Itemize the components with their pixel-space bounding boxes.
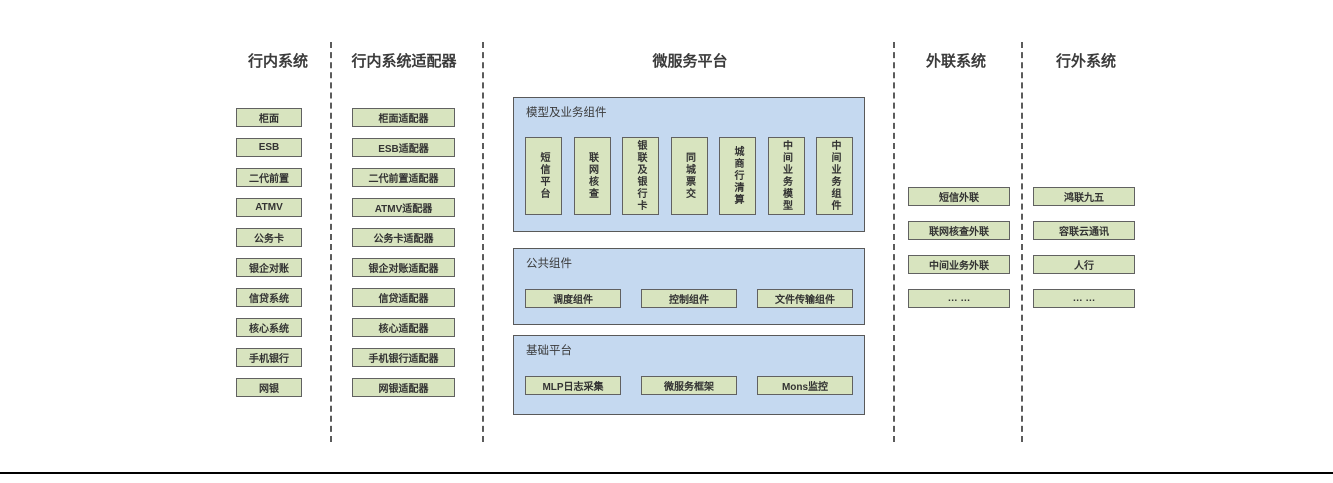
component-box-network-check: 联网核查 [573, 137, 611, 215]
external-box-intermediate-business-link: 中间业务外联 [908, 255, 1010, 274]
external-box-sms-link: 短信外联 [908, 187, 1010, 206]
panel-common-components: 公共组件 调度组件 控制组件 文件传输组件 [513, 248, 865, 325]
dashed-separator-1 [330, 42, 332, 442]
panel-model-business-components: 模型及业务组件 短信平台 联网核查 银联及银行卡 同城票交 城商行清算 中间业务… [513, 97, 865, 232]
component-box-file-transfer: 文件传输组件 [757, 289, 853, 308]
component-box-intermediate-business-component: 中间业务组件 [816, 137, 853, 215]
adapter-box-wangyin: 网银适配器 [352, 378, 455, 397]
outside-bank-systems-column: 鸿联九五 容联云通讯 人行 … … [1033, 187, 1135, 308]
panel-title: 模型及业务组件 [526, 107, 607, 119]
component-box-intermediate-business-model: 中间业务模型 [767, 137, 805, 215]
adapter-box-xindai: 信贷适配器 [352, 288, 455, 307]
system-box-wangyin: 网银 [236, 378, 302, 397]
outside-box-pboc: 人行 [1033, 255, 1135, 274]
system-box-hexin: 核心系统 [236, 318, 302, 337]
column-header-internal-systems: 行内系统 [247, 53, 308, 70]
column-header-outside-bank-systems: 行外系统 [1055, 53, 1116, 70]
internal-systems-column: 柜面 ESB 二代前置 ATMV 公务卡 银企对账 信贷系统 核心系统 手机银行… [236, 108, 302, 397]
component-box-scheduling: 调度组件 [525, 289, 621, 308]
panel-title: 基础平台 [526, 345, 572, 357]
component-box-microservice-framework: 微服务框架 [641, 376, 737, 395]
component-box-unionpay-bankcard: 银联及银行卡 [622, 137, 659, 215]
model-components-row: 短信平台 联网核查 银联及银行卡 同城票交 城商行清算 中间业务模型 中间业务组… [514, 137, 864, 215]
adapter-box-atmv: ATMV适配器 [352, 198, 455, 217]
adapter-box-gongwuka: 公务卡适配器 [352, 228, 455, 247]
outside-box-ronglian-cloud: 容联云通讯 [1033, 221, 1135, 240]
system-box-xindai: 信贷系统 [236, 288, 302, 307]
column-header-internal-adapters: 行内系统适配器 [351, 53, 457, 70]
dashed-separator-3 [893, 42, 895, 442]
system-box-yinqiduizhang: 银企对账 [236, 258, 302, 277]
dashed-separator-4 [1021, 42, 1023, 442]
component-box-sms-platform: 短信平台 [525, 137, 562, 215]
external-box-network-check-link: 联网核查外联 [908, 221, 1010, 240]
column-header-microservice-platform: 微服务平台 [652, 53, 728, 70]
adapter-box-hexin: 核心适配器 [352, 318, 455, 337]
adapter-box-shoujiyinhang: 手机银行适配器 [352, 348, 455, 367]
outside-box-ellipsis: … … [1033, 289, 1135, 308]
adapter-box-yinqiduizhang: 银企对账适配器 [352, 258, 455, 277]
adapter-box-erdaiqianzhi: 二代前置适配器 [352, 168, 455, 187]
base-platform-row: MLP日志采集 微服务框架 Mons监控 [514, 376, 864, 395]
system-box-esb: ESB [236, 138, 302, 157]
component-box-mons-monitor: Mons监控 [757, 376, 853, 395]
component-box-city-bill-exchange: 同城票交 [670, 137, 708, 215]
system-box-guimian: 柜面 [236, 108, 302, 127]
system-box-erdaiqianzhi: 二代前置 [236, 168, 302, 187]
system-box-gongwuka: 公务卡 [236, 228, 302, 247]
panel-title: 公共组件 [526, 258, 572, 270]
system-box-atmv: ATMV [236, 198, 302, 217]
dashed-separator-2 [482, 42, 484, 442]
bottom-border-line [0, 472, 1333, 474]
panel-base-platform: 基础平台 MLP日志采集 微服务框架 Mons监控 [513, 335, 865, 415]
column-header-external-link-systems: 外联系统 [925, 53, 986, 70]
system-box-shoujiyinhang: 手机银行 [236, 348, 302, 367]
component-box-city-bank-clearing: 城商行清算 [719, 137, 756, 215]
component-box-control: 控制组件 [641, 289, 737, 308]
common-components-row: 调度组件 控制组件 文件传输组件 [514, 289, 864, 308]
external-link-systems-column: 短信外联 联网核查外联 中间业务外联 … … [908, 187, 1010, 308]
adapter-box-guimian: 柜面适配器 [352, 108, 455, 127]
component-box-mlp-log-collect: MLP日志采集 [525, 376, 621, 395]
internal-adapters-column: 柜面适配器 ESB适配器 二代前置适配器 ATMV适配器 公务卡适配器 银企对账… [352, 108, 455, 397]
external-box-ellipsis: … … [908, 289, 1010, 308]
adapter-box-esb: ESB适配器 [352, 138, 455, 157]
outside-box-honglian95: 鸿联九五 [1033, 187, 1135, 206]
